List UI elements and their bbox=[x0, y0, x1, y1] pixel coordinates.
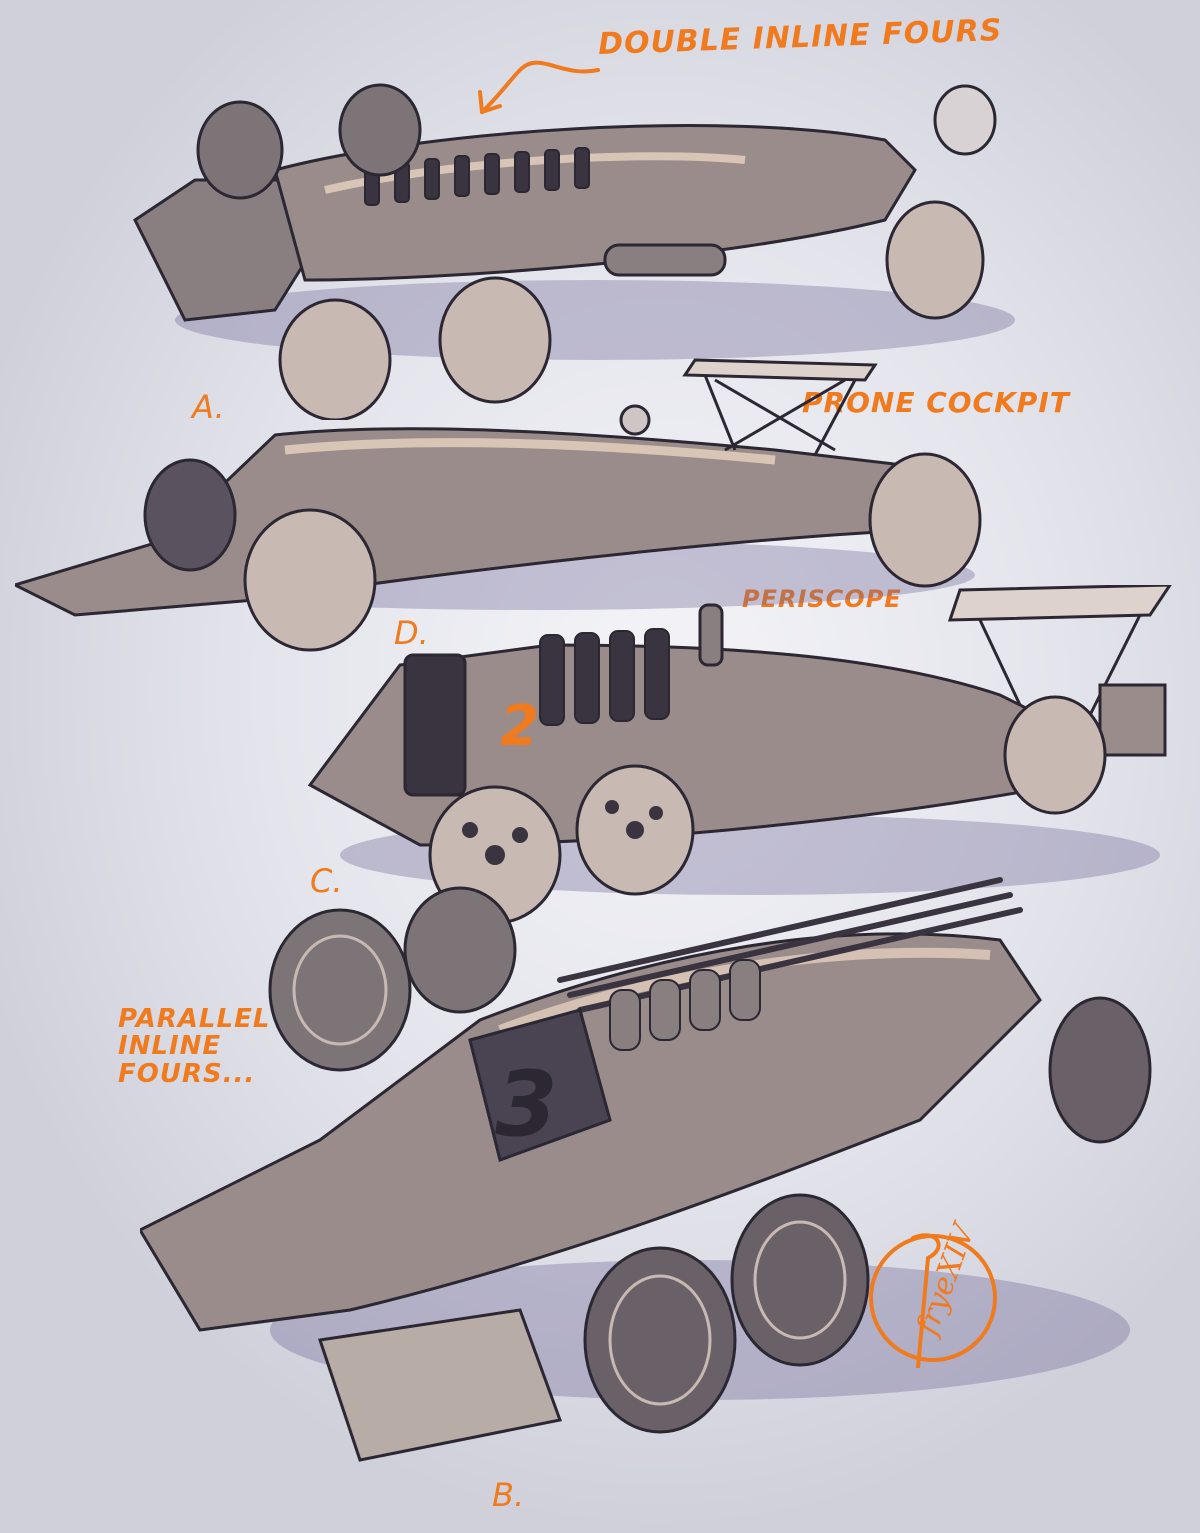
label-a: A. bbox=[192, 388, 225, 426]
car-b-sketch: 3 bbox=[140, 877, 1152, 1462]
label-b: B. bbox=[492, 1476, 525, 1514]
annotation-periscope: PERISCOPE bbox=[742, 585, 902, 613]
label-c: C. bbox=[310, 862, 343, 900]
car-d-sketch bbox=[15, 358, 982, 652]
car-b-number: 3 bbox=[495, 1052, 558, 1157]
annotation-parallel-inline-fours: PARALLEL INLINE FOURS... bbox=[118, 1004, 271, 1089]
car-c-number: 2 bbox=[500, 694, 539, 759]
annotation-arrow bbox=[478, 60, 600, 114]
label-d: D. bbox=[394, 614, 429, 652]
annotation-double-inline-fours: DOUBLE INLINE FOURS bbox=[597, 12, 1003, 63]
car-a-sketch bbox=[133, 83, 1015, 420]
signature-seal: fryeXIV bbox=[869, 1218, 997, 1368]
